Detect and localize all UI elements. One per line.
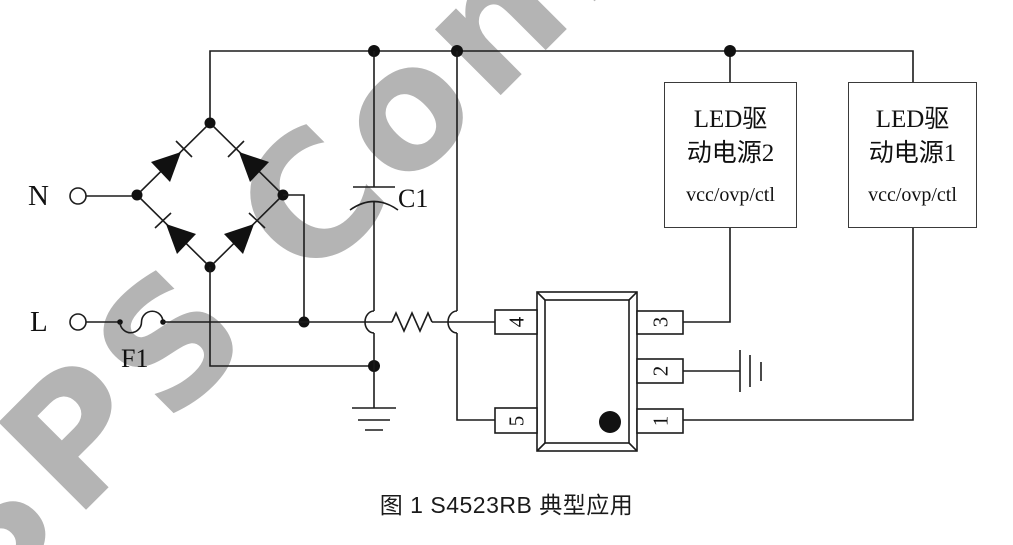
pin-3-label: 3 bbox=[648, 316, 673, 328]
bridge-bottom-wire bbox=[209, 267, 374, 367]
fuse-symbol bbox=[117, 310, 166, 334]
figure-caption: 图 1 S4523RB 典型应用 bbox=[379, 492, 634, 518]
led-driver-2-title: LED驱 动电源2 bbox=[686, 105, 775, 167]
n-terminal-label: N bbox=[28, 180, 49, 212]
ground-symbol bbox=[352, 360, 396, 431]
junction-dot bbox=[724, 45, 736, 57]
pin5-wire bbox=[447, 51, 495, 421]
l-terminal-label: L bbox=[30, 306, 48, 338]
diode bbox=[151, 140, 193, 182]
pin-4-label: 4 bbox=[504, 316, 529, 328]
junction-dot bbox=[204, 117, 216, 129]
led-driver-2-box: LED驱 动电源2 vcc/ovp/ctl bbox=[664, 82, 797, 228]
pin2-ground-symbol bbox=[683, 350, 762, 392]
diode bbox=[224, 212, 266, 254]
bridge-right-wire bbox=[283, 194, 305, 322]
led-driver-2-subtitle: vcc/ovp/ctl bbox=[686, 184, 775, 207]
fuse-label: F1 bbox=[121, 344, 149, 373]
ic-package bbox=[494, 291, 684, 452]
bridge-rectifier bbox=[131, 117, 289, 273]
pin1-indicator-dot bbox=[599, 411, 621, 433]
pin-box-2 bbox=[636, 358, 684, 384]
l-terminal bbox=[69, 313, 120, 331]
pin1-wire bbox=[683, 228, 914, 421]
n-terminal bbox=[69, 187, 137, 205]
diode bbox=[227, 140, 269, 182]
junction-dot bbox=[131, 189, 143, 201]
pin-5-label: 5 bbox=[504, 415, 529, 427]
led-driver-1-box: LED驱 动电源1 vcc/ovp/ctl bbox=[848, 82, 977, 228]
bridge-edges bbox=[135, 121, 285, 269]
led-driver-1-title: LED驱 动电源1 bbox=[868, 105, 957, 167]
top-bus-wire bbox=[209, 50, 914, 123]
capacitor-symbol bbox=[349, 51, 399, 366]
pin-1-label: 1 bbox=[648, 415, 673, 427]
resistor-symbol bbox=[391, 311, 433, 333]
led-driver-1-subtitle: vcc/ovp/ctl bbox=[868, 184, 957, 207]
pin-2-label: 2 bbox=[648, 365, 673, 377]
capacitor-label: C1 bbox=[398, 184, 429, 213]
diode bbox=[154, 212, 196, 254]
pin3-wire bbox=[683, 228, 731, 323]
pin-box-1 bbox=[636, 408, 684, 434]
pin-box-5 bbox=[494, 407, 538, 434]
pin-box-4 bbox=[494, 309, 538, 335]
